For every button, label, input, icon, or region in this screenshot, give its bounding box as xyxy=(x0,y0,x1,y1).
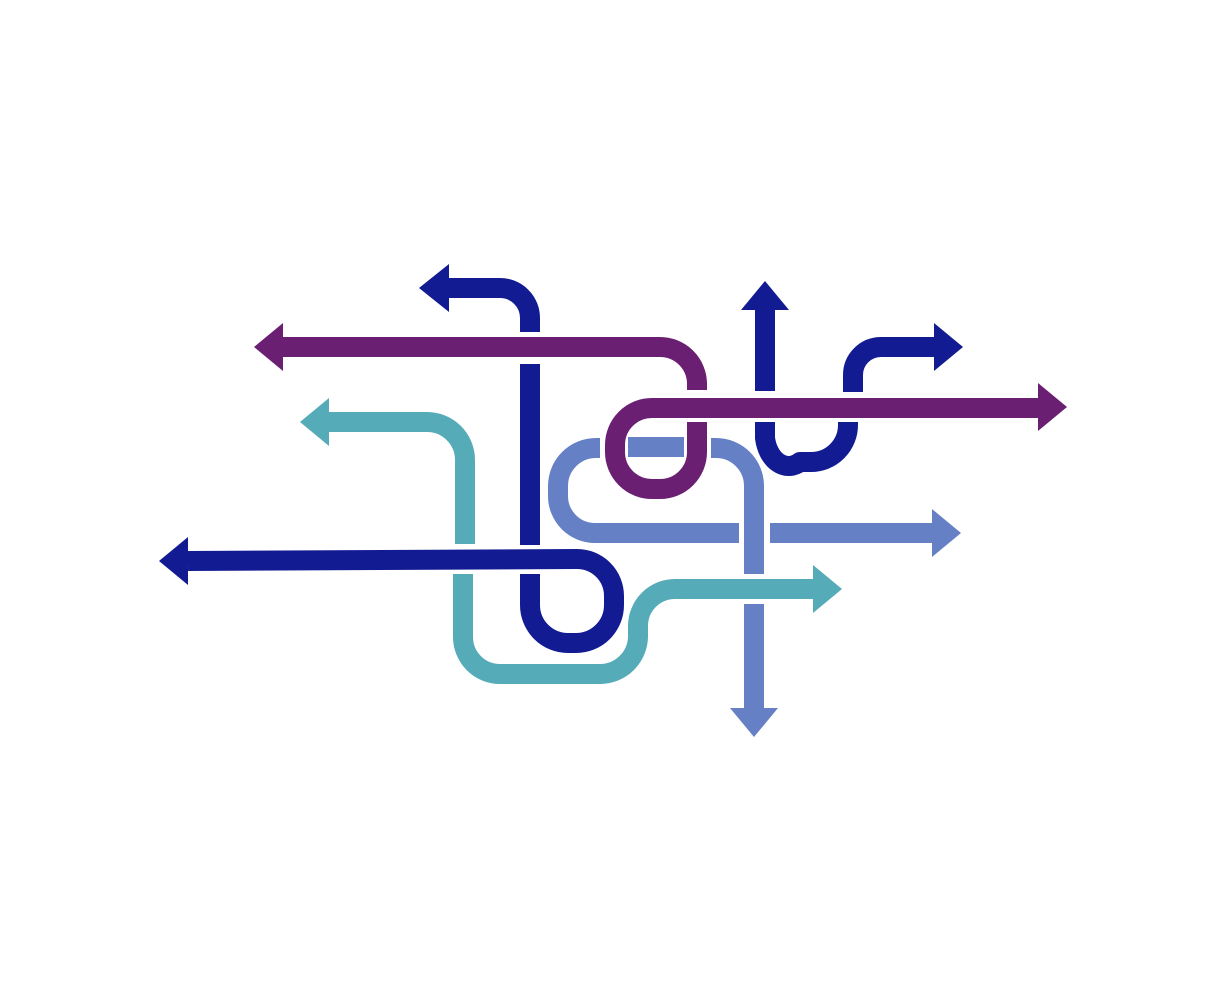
navy-up-arrow xyxy=(741,281,789,391)
purple-long-right-arrow xyxy=(605,383,1067,499)
navy-right-hook-arrow xyxy=(755,323,963,477)
navy-bottom-loop xyxy=(520,549,624,653)
teal-left-arrow xyxy=(300,398,475,544)
blue-right-arrow xyxy=(548,438,961,557)
teal-right-arrow xyxy=(453,565,842,684)
navy-long-left-arrow xyxy=(159,537,579,585)
navy-left-hook-arrow xyxy=(419,264,540,332)
purple-long-left-arrow xyxy=(254,323,707,394)
blue-down-arrow xyxy=(706,438,778,737)
